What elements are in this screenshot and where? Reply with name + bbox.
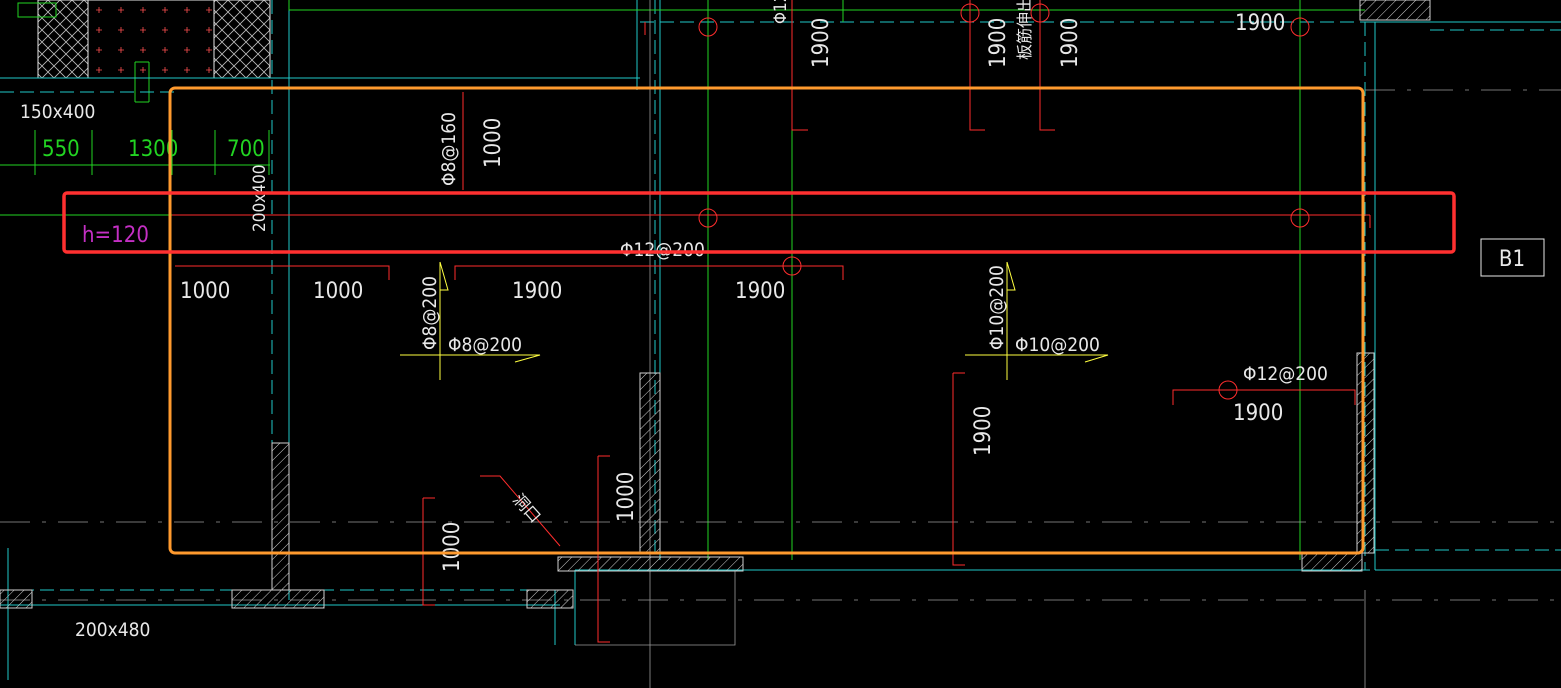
top-left-hatched-blocks [17, 0, 271, 103]
dim-top-v-3: 1900 [986, 18, 1011, 68]
yellow-rebar-symbols [400, 261, 1109, 380]
dim-lower-v-1: 1000 [614, 472, 639, 522]
bar-label-left-h: Φ8@200 [448, 334, 522, 356]
panel-tag-label: B1 [1499, 247, 1525, 272]
dim-lower-right-h: 1900 [1233, 401, 1283, 426]
dim-top-v-1: 1000 [481, 118, 506, 168]
bar-label-top-clip: Φ12 [771, 0, 791, 24]
slab-thickness-label: h=120 [82, 223, 149, 248]
bar-label-middle: Φ12@200 [620, 239, 705, 261]
bar-label-right-h: Φ10@200 [1015, 334, 1100, 356]
dim-top-v-2: 1900 [809, 18, 834, 68]
bar-label-lower-right: Φ12@200 [1243, 363, 1328, 385]
dim-row-4: 1900 [735, 279, 785, 304]
dim-top-left-1: 550 [42, 137, 80, 162]
section-label-top-left: 150x400 [20, 101, 95, 123]
red-highlight-box[interactable] [62, 191, 1456, 254]
dim-lower-v-2: 1000 [440, 522, 465, 572]
note-top: 板筋伸出 [1015, 0, 1034, 60]
dim-row-3: 1900 [512, 279, 562, 304]
dim-row-2: 1000 [313, 279, 363, 304]
dim-top-left-3: 700 [227, 137, 265, 162]
dim-top-h: 1900 [1235, 11, 1285, 36]
red-rebar-lines [172, 0, 1371, 643]
panel-tag[interactable]: B1 [1480, 238, 1545, 277]
dim-row-1: 1000 [180, 279, 230, 304]
dim-top-v-4: 1900 [1058, 18, 1083, 68]
bar-label-left-v: Φ8@200 [419, 276, 441, 350]
section-label-bottom: 200x480 [75, 619, 150, 641]
bar-label-right-v: Φ10@200 [986, 265, 1008, 350]
section-label-side: 200x400 [250, 165, 270, 232]
bar-label-top-vertical: Φ8@160 [438, 112, 460, 186]
orange-highlight-box[interactable] [168, 86, 1365, 555]
dim-mid-v: 1900 [971, 406, 996, 456]
hatched-walls [0, 0, 1431, 609]
